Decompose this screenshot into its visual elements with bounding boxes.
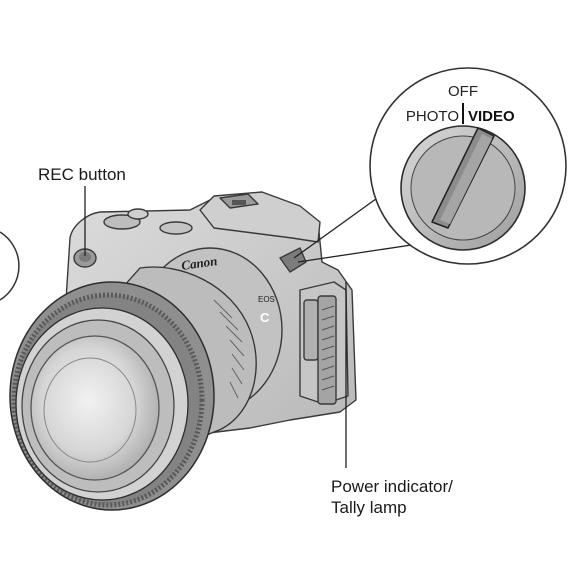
- power-indicator-label-line2: Tally lamp: [331, 498, 407, 517]
- partial-circle-left: [0, 231, 20, 301]
- power-indicator-label-line1: Power indicator/: [331, 477, 453, 496]
- power-indicator-label: Power indicator/ Tally lamp: [331, 476, 531, 518]
- dial-label-photo: PHOTO: [406, 108, 459, 125]
- camera-badge-text: EOS: [258, 295, 275, 304]
- camera-badge-letter: C: [260, 310, 270, 325]
- dial-label-video: VIDEO: [468, 108, 515, 125]
- callout-lines: [84, 186, 419, 468]
- rec-button-label: REC button: [38, 165, 126, 184]
- zoom-leader-upper: [293, 195, 381, 259]
- camera-lens: [9, 266, 257, 511]
- zoom-leader-lower: [297, 243, 419, 263]
- mode-dial-inset: OFF PHOTO VIDEO: [369, 67, 567, 265]
- camera-brand-logo: Canon: [180, 253, 218, 273]
- dial-label-off: OFF: [448, 83, 478, 100]
